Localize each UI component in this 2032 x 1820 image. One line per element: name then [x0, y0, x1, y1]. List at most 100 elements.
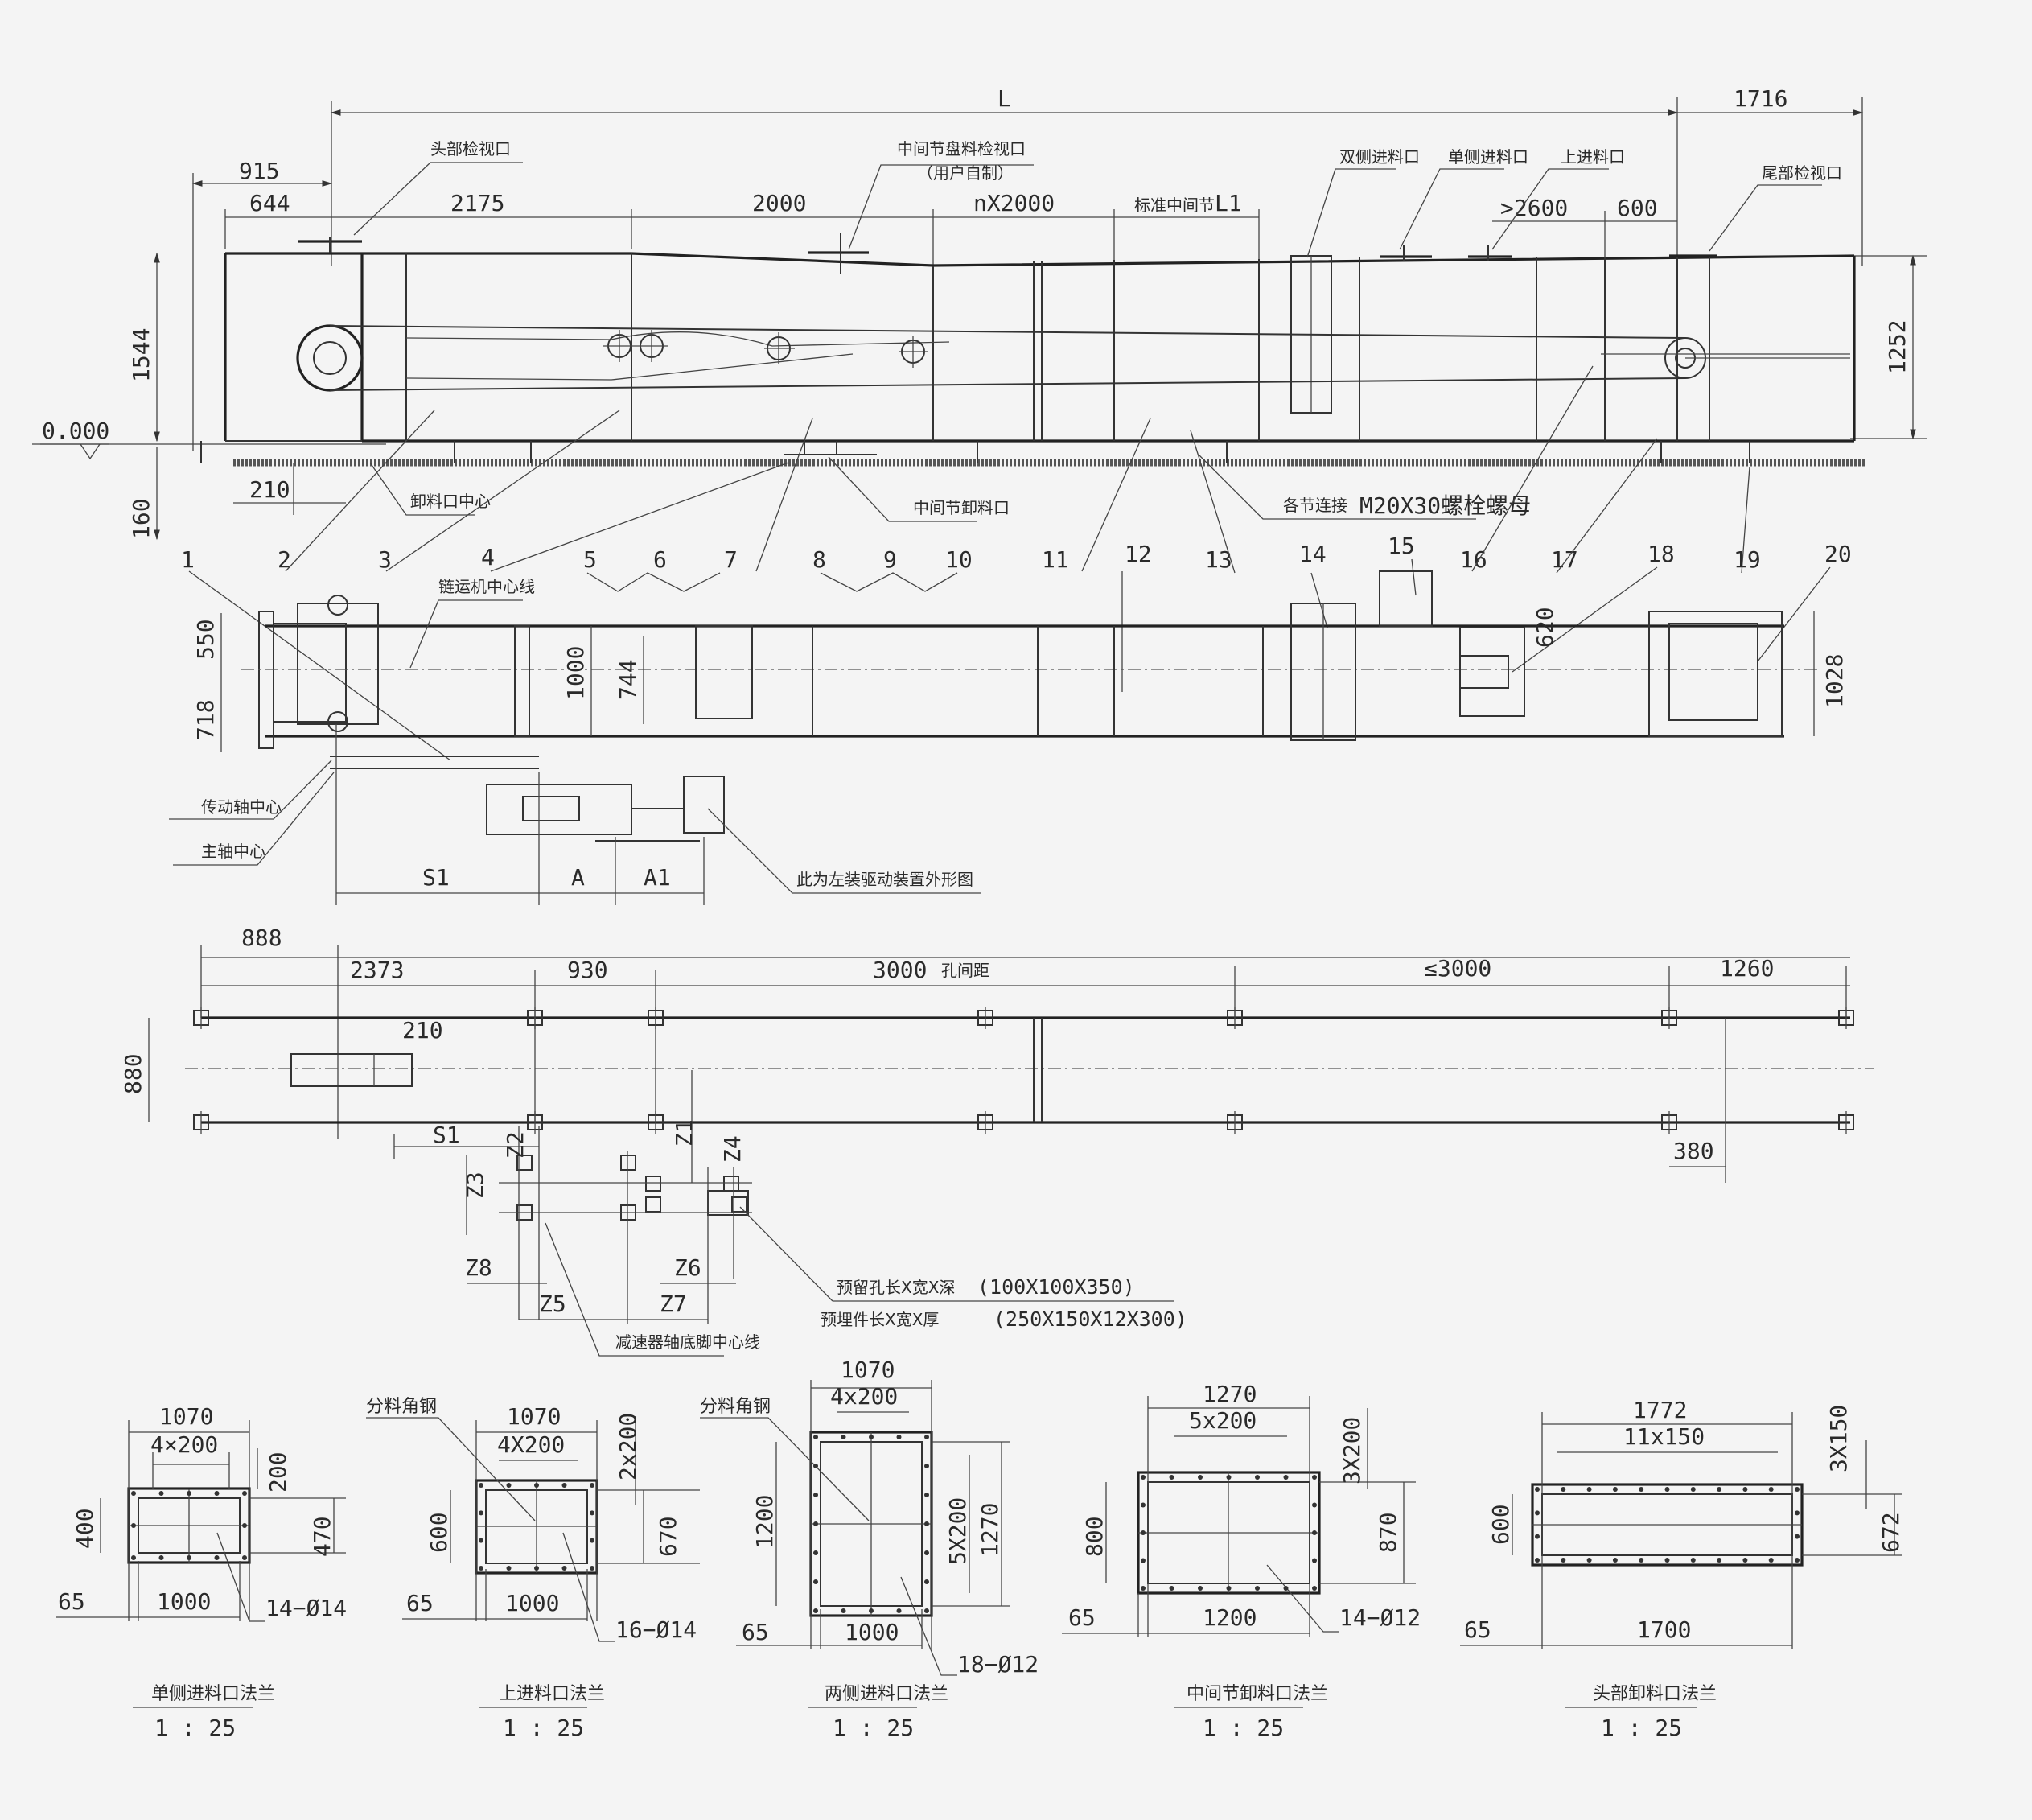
bolt-hole — [1561, 1487, 1566, 1492]
bolt-hole — [1795, 1510, 1800, 1516]
flange1-holes: 14−Ø14 — [265, 1595, 347, 1621]
dim-160: 160 — [128, 498, 154, 539]
label-standard-mid: 标准中间节 — [1134, 196, 1215, 215]
bolt-hole — [896, 1608, 902, 1613]
label-tail-inspect: 尾部检视口 — [1762, 163, 1842, 183]
dim-L: L — [997, 85, 1011, 112]
bolt-hole — [1255, 1475, 1260, 1480]
dim-744: 744 — [615, 659, 641, 700]
flange2-holes: 16−Ø14 — [615, 1616, 697, 1643]
bolt-hole — [1795, 1487, 1800, 1492]
bolt-hole — [187, 1555, 191, 1560]
bolt-hole — [506, 1483, 512, 1488]
flange2-inner: 1000 — [505, 1590, 559, 1616]
bolt-hole — [1586, 1487, 1592, 1492]
dim-S1: S1 — [422, 864, 450, 891]
bolt-hole — [1312, 1502, 1317, 1508]
callout-1: 1 — [181, 546, 195, 573]
dim-1000: 1000 — [562, 646, 589, 700]
bolt-hole — [813, 1464, 818, 1468]
dim-380: 380 — [1673, 1138, 1714, 1164]
side-elevation-view: L 1716 915 644 2175 2000 nX2000 标准中间节 L1… — [32, 85, 1927, 761]
foundation-plan: 888 2373 930 3000 孔间距 ≤3000 1260 210 880… — [120, 924, 1874, 1357]
label-reducer-center: 减速器轴底脚中心线 — [615, 1332, 760, 1352]
flange2-h2: 600 — [426, 1512, 452, 1553]
label-drive-note: 此为左装驱动装置外形图 — [796, 870, 973, 889]
label-embed-plate-val: (250X150X12X300) — [993, 1307, 1187, 1331]
dim-888: 888 — [241, 924, 282, 951]
label-section-bolt: 各节连接 — [1283, 496, 1347, 515]
flange-mid-discharge: 1270 5x200 3X200 800 870 65 1200 14−Ø12 … — [1062, 1381, 1421, 1741]
bolt-hole — [1717, 1487, 1722, 1492]
bolt-hole — [479, 1538, 483, 1543]
dim-915: 915 — [239, 158, 280, 184]
bolt-hole — [214, 1491, 220, 1496]
flange3-h2: 1200 — [751, 1495, 778, 1549]
bolt-hole — [131, 1491, 136, 1496]
label-main-shaft-center: 主轴中心 — [201, 842, 265, 861]
bolt-hole — [1141, 1475, 1146, 1480]
bolt-hole — [1561, 1558, 1566, 1563]
flange2-title: 上进料口法兰 — [499, 1684, 605, 1704]
flange4-edge: 65 — [1068, 1604, 1096, 1631]
bolt-hole — [590, 1566, 594, 1571]
dim-2373: 2373 — [350, 957, 404, 983]
dim-210: 210 — [249, 476, 290, 503]
flange3-edge: 65 — [742, 1619, 769, 1645]
flange4-h3: 870 — [1375, 1512, 1401, 1553]
bolt-hole — [869, 1608, 874, 1613]
label-discharge-center: 卸料口中心 — [410, 492, 491, 511]
bolt-hole — [1255, 1586, 1260, 1591]
flange3-width: 1070 — [841, 1357, 895, 1383]
bolt-hole — [1312, 1475, 1317, 1480]
label-head-inspect: 头部检视口 — [430, 139, 511, 159]
dim-1544: 1544 — [128, 328, 154, 382]
bolt-hole — [924, 1493, 929, 1497]
callout-2: 2 — [278, 546, 291, 573]
plan-view: 550 718 1000 744 620 1028 链运机中心线 传动轴中心 主… — [169, 570, 1848, 905]
dim-2175: 2175 — [450, 190, 504, 216]
flange-top-feed: 分料角钢 1070 4X200 2x200 600 670 65 1000 16… — [366, 1397, 700, 1741]
flange2-h1: 2x200 — [615, 1413, 641, 1480]
dim-A: A — [571, 864, 585, 891]
flange2-edge: 65 — [406, 1590, 434, 1616]
bolt-hole — [924, 1579, 929, 1584]
flange1-h2: 400 — [72, 1508, 98, 1549]
bolt-hole — [479, 1566, 483, 1571]
flange3-scale: 1 : 25 — [833, 1715, 914, 1741]
bolt-hole — [1586, 1558, 1592, 1563]
flange5-h1: 3X150 — [1825, 1405, 1852, 1472]
bolt-hole — [1768, 1487, 1774, 1492]
bolt-hole — [1312, 1558, 1317, 1563]
bolt-hole — [1198, 1475, 1203, 1480]
dim-1716: 1716 — [1734, 85, 1787, 112]
dim-Z2: Z2 — [502, 1131, 529, 1159]
bolt-hole — [1169, 1586, 1174, 1591]
callout-10: 10 — [945, 546, 973, 573]
bolt-hole — [534, 1483, 539, 1488]
label-embed-hole: 预留孔长X宽X深 — [837, 1278, 955, 1297]
flange3-pitch: 4x200 — [830, 1383, 898, 1410]
bolt-hole — [1639, 1558, 1644, 1563]
bolt-hole — [1535, 1510, 1540, 1516]
dim-600: 600 — [1617, 195, 1658, 221]
bolt-hole — [869, 1435, 874, 1439]
label-sep-angle-1: 分料角钢 — [366, 1397, 437, 1417]
label-mid-discharge: 中间节卸料口 — [913, 498, 1010, 517]
dim-Z5: Z5 — [539, 1291, 566, 1317]
label-hole-spacing: 孔间距 — [941, 961, 989, 980]
bolt-hole — [1639, 1487, 1644, 1492]
anchor-squares — [193, 1007, 1854, 1134]
callout-11: 11 — [1042, 546, 1069, 573]
flange3-title: 两侧进料口法兰 — [825, 1684, 948, 1704]
dim-718: 718 — [192, 699, 219, 740]
dim-Z8: Z8 — [465, 1254, 492, 1281]
flange5-scale: 1 : 25 — [1601, 1715, 1682, 1741]
callout-18: 18 — [1647, 541, 1675, 567]
label-sep-angle-2: 分料角钢 — [700, 1397, 771, 1417]
flange-head-discharge: 1772 11x150 3X150 600 672 65 1700 头部卸料口法… — [1460, 1397, 1904, 1741]
flange1-width: 1070 — [159, 1403, 213, 1430]
flange5-h3: 672 — [1878, 1512, 1904, 1553]
flange1-inner: 1000 — [157, 1588, 211, 1615]
callout-8: 8 — [812, 546, 826, 573]
